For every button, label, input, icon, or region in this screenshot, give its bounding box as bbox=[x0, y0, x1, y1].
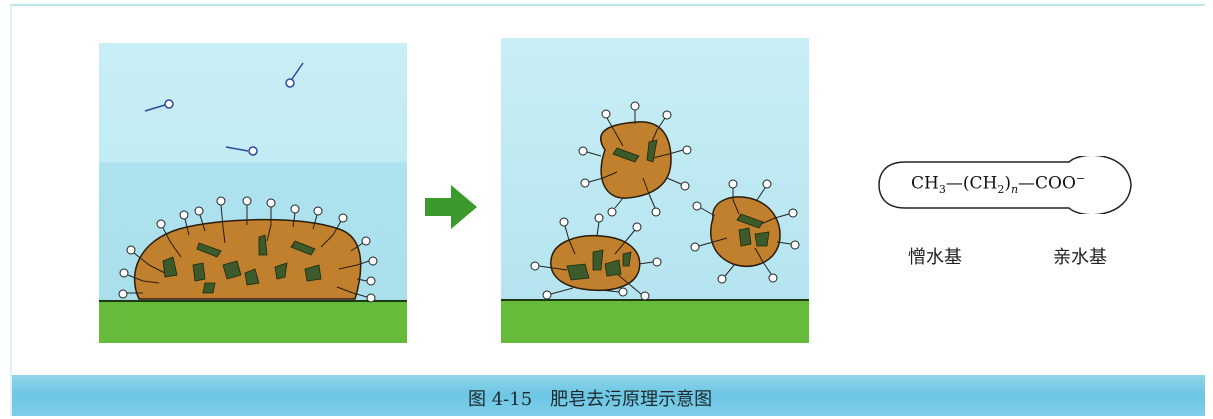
formula-ch2-close: ) bbox=[1004, 173, 1011, 194]
dirt-blob bbox=[133, 218, 362, 300]
formula-charge: − bbox=[1075, 172, 1086, 185]
hydrophilic-label: 亲水基 bbox=[1053, 247, 1107, 268]
figure-title: 肥皂去污原理示意图 bbox=[550, 389, 713, 410]
figure-caption: 图 4-15 肥皂去污原理示意图 bbox=[468, 385, 712, 411]
surface-ground bbox=[501, 300, 809, 343]
dirt-droplet bbox=[530, 213, 662, 301]
free-soap-molecules bbox=[144, 62, 304, 156]
attached-soap-molecules bbox=[118, 196, 378, 303]
formula-bond: — bbox=[945, 173, 963, 194]
soap-formula: CH3—(CH2)n—COO− bbox=[911, 172, 1085, 196]
process-arrow bbox=[425, 185, 477, 233]
soap-molecule-outline bbox=[877, 154, 1135, 216]
dirt-particles bbox=[162, 234, 322, 294]
formula-bond: — bbox=[1018, 173, 1036, 194]
surface-ground bbox=[99, 301, 407, 343]
formula-ch3: CH bbox=[911, 173, 939, 194]
formula-ch2-subscript: 2 bbox=[997, 183, 1005, 197]
dirt-droplet bbox=[690, 179, 800, 284]
hydrophobic-label: 憎水基 bbox=[908, 247, 962, 268]
formula-n-subscript: n bbox=[1010, 183, 1019, 197]
formula-ch2-open: (CH bbox=[962, 173, 998, 194]
formula-ch3-subscript: 3 bbox=[938, 183, 946, 197]
dirt-droplet bbox=[578, 101, 692, 217]
before-panel bbox=[99, 43, 407, 343]
caption-band bbox=[12, 375, 1205, 416]
formula-coo: COO bbox=[1035, 173, 1076, 194]
after-panel bbox=[501, 38, 809, 343]
figure-number: 图 4-15 bbox=[468, 389, 533, 410]
figure-frame bbox=[10, 4, 1205, 416]
